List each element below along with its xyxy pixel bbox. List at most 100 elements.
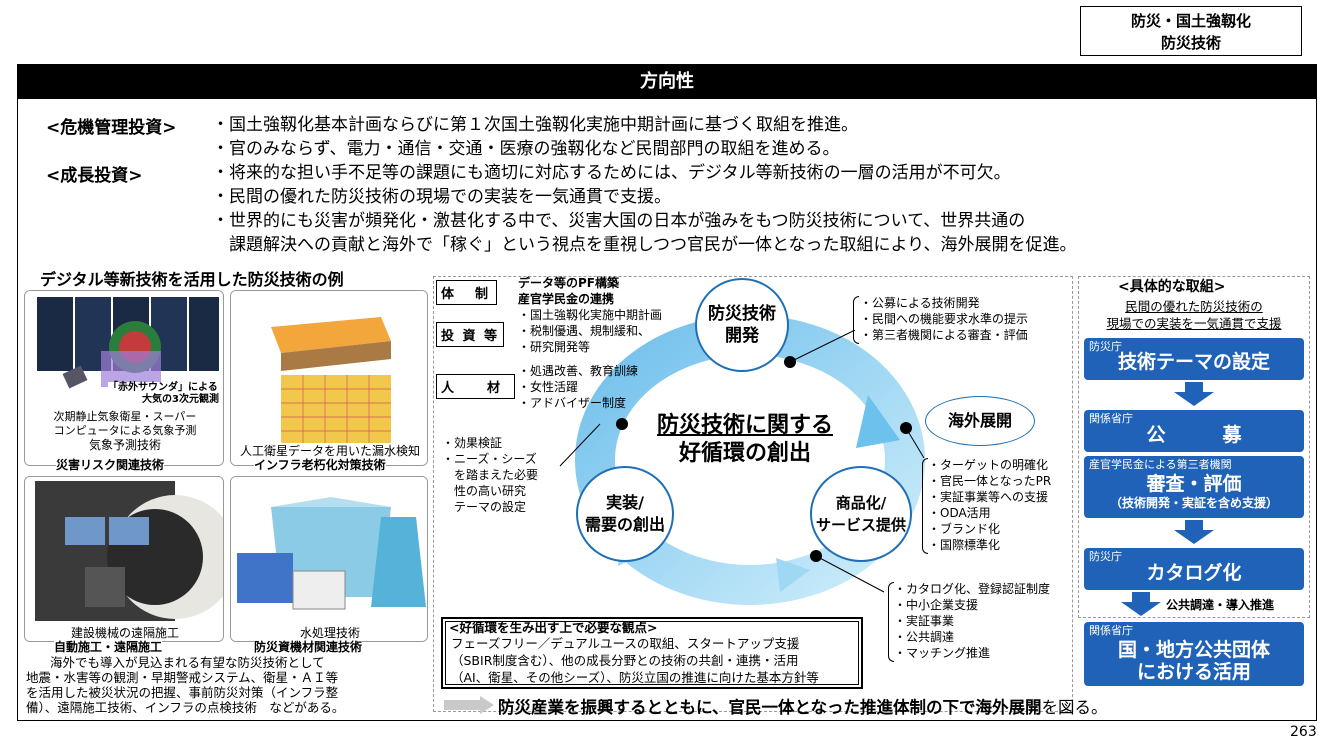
overseas-item: ・官民一体となったPR xyxy=(928,474,1052,488)
connector-lines xyxy=(559,330,925,593)
weather-image xyxy=(25,291,223,465)
step-utilize-org: 関係省庁 xyxy=(1089,624,1133,637)
node-dev-line1: 防災技術 xyxy=(708,304,776,324)
procure-label: 公共調達・導入推進 xyxy=(1166,598,1275,612)
impl-item: を踏まえた必要 xyxy=(442,468,539,482)
photo-panel-weather xyxy=(24,290,224,466)
step-call: 関係省庁 公 募 xyxy=(1084,410,1304,452)
viewpoint-line: （AI、衛星、その他シーズ）、防災立国の推進に向けた基本方針等 xyxy=(451,670,819,685)
invest-box: 投 資 等 xyxy=(436,322,505,347)
step-review-org: 産官学民金による第三者機関 xyxy=(1089,458,1232,471)
impl-item: 性の高い研究 xyxy=(442,484,527,498)
step-utilize-main2: における活用 xyxy=(1136,661,1251,683)
arrow-stem xyxy=(1132,592,1150,602)
photo-panel-water xyxy=(230,476,428,642)
overseas-item: ・ブランド化 xyxy=(928,522,1001,536)
photo-panel-leak xyxy=(230,290,428,466)
viewpoint-line: フェーズフリー／デュアルユースの取組、スタートアップ支援 xyxy=(451,636,800,651)
people-item: ・処遇改善、教育訓練 xyxy=(518,364,639,378)
step-catalog-org: 防災庁 xyxy=(1089,550,1122,563)
remote-label: 自動施工・遠隔施工 xyxy=(54,640,163,654)
step-review-sub: （技術開発・実証を含め支援） xyxy=(1109,496,1278,510)
examples-title: デジタル等新技術を活用した防災技術の例 xyxy=(40,270,344,289)
concrete-subtitle: 民間の優れた防災技術の 現場での実装を一気通貫で支援 xyxy=(1080,298,1308,332)
concrete-sub2: 現場での実装を一気通貫で支援 xyxy=(1106,316,1282,331)
footer-normal: を図る。 xyxy=(1041,698,1108,717)
people-box: 人 材 xyxy=(436,374,516,399)
product-item: ・公共調達 xyxy=(894,630,955,644)
viewpoint-title: <好循環を生み出す上で必要な観点> xyxy=(449,620,658,635)
viewpoint-box xyxy=(441,617,863,689)
node-prod-line1: 商品化/ xyxy=(835,494,887,512)
overseas-item: ・ターゲットの明確化 xyxy=(928,458,1049,472)
category-tag: 防災・国土強靱化 防災技術 xyxy=(1080,6,1302,56)
node-implement: 実装/ 需要の創出 xyxy=(576,466,674,562)
examples-desc-line: 海外でも導入が見込まれる有望な防災技術として xyxy=(50,655,325,670)
node-prod-line2: サービス提供 xyxy=(815,516,906,534)
examples-desc-line: 備）、遠隔施工技術、インフラの点検技術 などがある。 xyxy=(26,700,345,715)
weather-caption-2: コンピュータによる気象予測 xyxy=(53,424,197,437)
product-item: ・中小企業支援 xyxy=(894,598,979,612)
section-header: 方向性 xyxy=(18,65,1316,99)
examples-description: 海外でも導入が見込まれる有望な防災技術として 地震・水害等の観測・早期警戒システ… xyxy=(26,655,430,715)
overseas-item: ・ODA活用 xyxy=(928,506,991,520)
weather-label: 災害リスク関連技術 xyxy=(56,458,165,472)
policy-line: ・世界的にも災害が頻発化・激甚化する中で、災害大国の日本が強みをもつ防災技術につ… xyxy=(212,211,1026,231)
water-caption: 水処理技術 xyxy=(299,626,360,640)
step-review: 産官学民金による第三者機関 審査・評価 （技術開発・実証を含め支援） xyxy=(1084,456,1304,518)
arrow-stem xyxy=(1185,520,1203,530)
step-catalog: 防災庁 カタログ化 xyxy=(1084,548,1304,590)
down-arrow-icon xyxy=(1121,602,1161,616)
step-theme-main: 技術テーマの設定 xyxy=(1117,351,1270,373)
policy-line: ・民間の優れた防災技術の現場での実装を一気通貫で支援。 xyxy=(212,187,671,207)
overseas-node: 海外展開 xyxy=(925,396,1035,446)
node-impl-line1: 実装/ xyxy=(606,493,644,512)
dev-item: ・第三者機関による審査・評価 xyxy=(860,328,1028,342)
center-line1: 防災技術に関する xyxy=(656,413,833,438)
step-review-main: 審査・評価 xyxy=(1146,473,1242,495)
system-box: 体 制 xyxy=(436,280,498,305)
node-product: 商品化/ サービス提供 xyxy=(810,466,912,562)
footer-bold: 防災産業を振興するとともに、官民一体となった推進体制の下で海外展開 xyxy=(498,698,1042,717)
leak-image xyxy=(231,291,427,465)
cycle-panel xyxy=(433,276,1073,712)
cycle-center: 防災技術に関する 好循環の創出 xyxy=(620,412,870,468)
concrete-title: <具体的な取組> xyxy=(1118,279,1226,295)
page-number: 263 xyxy=(1290,724,1317,740)
remote-image xyxy=(25,477,223,641)
water-image xyxy=(231,477,427,641)
product-item: ・カタログ化、登録認証制度 xyxy=(894,582,1051,596)
dev-item: ・民間への機能要求水準の提示 xyxy=(860,312,1029,326)
overseas-brace xyxy=(922,458,928,554)
footer-arrow-icon xyxy=(444,696,494,714)
system-item: 産官学民金の連携 xyxy=(518,292,615,306)
system-item: データ等のPF構築 xyxy=(518,276,619,290)
dev-item: ・公募による技術開発 xyxy=(860,296,980,310)
invest-item: ・研究開発等 xyxy=(518,340,591,354)
step-theme-org: 防災庁 xyxy=(1089,340,1122,353)
weather-caption-1: 次期静止気象衛星・スーパー xyxy=(53,410,197,423)
people-item: ・アドバイザー制度 xyxy=(518,396,627,410)
category-tag-line2: 防災技術 xyxy=(1160,34,1221,52)
viewpoint-line: （SBIR制度含む）、他の成長分野との技術の共創・連携・活用 xyxy=(451,653,799,668)
category-tag-line1: 防災・国土強靱化 xyxy=(1130,12,1251,30)
step-call-main: 公 募 xyxy=(1146,424,1242,446)
step-utilize-main: 国・地方公共団体 xyxy=(1117,639,1270,661)
step-catalog-main: カタログ化 xyxy=(1146,562,1242,584)
content-frame xyxy=(17,64,1317,721)
weather-caption-3: 気象予測技術 xyxy=(88,438,161,452)
dev-brace xyxy=(853,296,859,344)
policy-line: ・将来的な担い手不足等の課題にも適切に対応するためには、デジタル等新技術の一層の… xyxy=(212,163,1011,183)
impl-item: テーマの設定 xyxy=(442,500,527,514)
invest-item: ・税制優遇、規制緩和、 xyxy=(518,324,651,338)
step-utilize: 関係省庁 国・地方公共団体 における活用 xyxy=(1084,622,1304,686)
product-brace xyxy=(888,582,894,662)
impl-item: ・効果検証 xyxy=(442,436,503,450)
down-arrow-icon xyxy=(1174,530,1214,544)
concrete-sub1: 民間の優れた防災技術の xyxy=(1125,299,1263,314)
overseas-item: ・実証事業等への支援 xyxy=(928,490,1049,504)
crisis-label: <危機管理投資> xyxy=(46,118,177,138)
water-label: 防災資機材関連技術 xyxy=(254,640,363,654)
policy-line: ・国土強靱化基本計画ならびに第１次国土強靱化実施中期計画に基づく取組を推進。 xyxy=(212,115,858,135)
leak-label: インフラ老朽化対策技術 xyxy=(254,458,386,472)
